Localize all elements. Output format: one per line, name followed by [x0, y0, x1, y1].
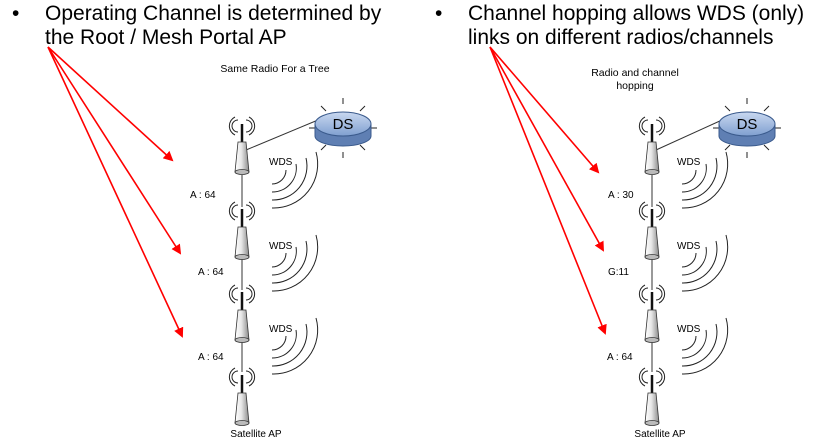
- left-satellite-label: Satellite AP: [230, 429, 281, 440]
- right-channel-label-1: A : 30: [608, 190, 634, 201]
- left-channel-label-3: A : 64: [198, 352, 224, 363]
- left-wds-label-1: WDS: [269, 157, 293, 168]
- right-satellite-label: Satellite AP: [634, 429, 685, 440]
- left-channel-label-2: A : 64: [198, 267, 224, 278]
- left-mesh-ap-2-icon: [228, 283, 256, 344]
- right-arrow-3: [489, 46, 607, 335]
- right-wds-label-3: WDS: [677, 324, 701, 335]
- left-root-ap-icon: [228, 115, 256, 176]
- left-bullet-dot: •: [12, 2, 20, 25]
- right-mesh-ap-2-icon: [638, 283, 666, 344]
- right-wds-label-2: WDS: [677, 241, 701, 252]
- left-channel-arrows: [47, 46, 184, 338]
- right-channel-label-3: A : 64: [607, 352, 633, 363]
- left-bullet-line-1: Operating Channel is determined by: [45, 2, 382, 25]
- left-channel-label-1: A : 64: [190, 190, 216, 201]
- left-mesh-ap-1-icon: [228, 200, 256, 261]
- right-arrow-1: [489, 46, 600, 174]
- left-wds-label-3: WDS: [269, 324, 293, 335]
- left-arrow-2: [47, 46, 182, 255]
- right-bullet-line-2: links on different radios/channels: [468, 26, 774, 49]
- left-wds-label-2: WDS: [269, 241, 293, 252]
- right-bullet-line-1: Channel hopping allows WDS (only): [468, 2, 805, 25]
- right-satellite-ap-icon: [638, 366, 666, 427]
- left-ds-label: DS: [333, 116, 354, 133]
- right-mesh-tree: DS WDS WDS WDS A : 30 G:11 A : 64 Satell…: [489, 46, 782, 440]
- right-bullet-dot: •: [435, 2, 443, 25]
- right-arrow-2: [489, 46, 604, 252]
- right-diagram-title-line-1: Radio and channel: [591, 67, 679, 79]
- right-channel-label-2: G:11: [608, 267, 629, 278]
- right-diagram-title-line-2: hopping: [616, 80, 654, 92]
- right-mesh-ap-1-icon: [638, 200, 666, 261]
- right-ds-label: DS: [737, 116, 758, 133]
- left-bullet-line-2: the Root / Mesh Portal AP: [45, 26, 287, 49]
- left-arrow-3: [47, 46, 184, 338]
- left-arrow-1: [47, 46, 174, 162]
- right-wds-label-1: WDS: [677, 157, 701, 168]
- left-satellite-ap-icon: [228, 366, 256, 427]
- right-root-ap-icon: [638, 115, 666, 176]
- left-diagram-title: Same Radio For a Tree: [220, 63, 330, 75]
- left-mesh-tree: DS WDS WDS WDS A : 64 A : 64 A : 64 Sate…: [47, 46, 378, 440]
- right-channel-arrows: [489, 46, 607, 335]
